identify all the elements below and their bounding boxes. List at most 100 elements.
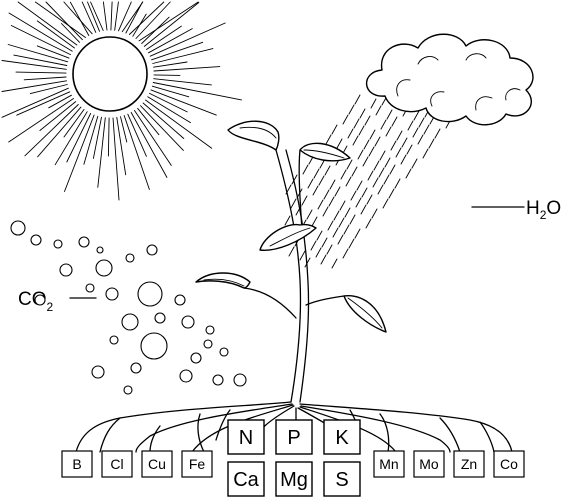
rain-drop bbox=[364, 140, 369, 149]
co2-bubble bbox=[92, 366, 104, 378]
co2-bubble bbox=[35, 295, 45, 305]
rain-drop bbox=[391, 141, 396, 150]
co2-bubble bbox=[147, 245, 157, 255]
rain-drop bbox=[386, 127, 391, 136]
nutrient-label: Mo bbox=[419, 456, 439, 472]
co2-bubble bbox=[54, 240, 62, 248]
nutrient-label: Mg bbox=[280, 469, 308, 491]
sun-ray bbox=[25, 105, 78, 156]
rain-drop bbox=[332, 259, 337, 268]
co2-bubble bbox=[11, 221, 25, 235]
rain-drop bbox=[429, 139, 434, 148]
rain-drop bbox=[334, 211, 339, 220]
nutrient-boxes: BClCuFeMnMoZnCoNPKCaMgS bbox=[62, 420, 524, 496]
nutrient-box-zn: Zn bbox=[454, 451, 484, 477]
rain-drop bbox=[385, 158, 390, 167]
nutrient-label: Co bbox=[500, 456, 518, 472]
rain-drop bbox=[360, 109, 365, 118]
rain-drop bbox=[303, 165, 308, 174]
co2-bubble bbox=[96, 260, 112, 276]
sun-ray bbox=[154, 75, 180, 76]
nutrient-label: N bbox=[239, 427, 253, 449]
rain-drop bbox=[401, 155, 406, 164]
rain-drop bbox=[367, 195, 372, 204]
nutrient-box-co: Co bbox=[494, 451, 524, 477]
nutrient-label: S bbox=[335, 469, 348, 491]
rain-drop bbox=[340, 201, 345, 210]
sun-ray bbox=[154, 62, 188, 67]
rain-drop bbox=[339, 218, 344, 227]
root bbox=[380, 414, 389, 452]
sun-ray bbox=[55, 112, 87, 165]
sun-ray bbox=[40, 102, 76, 131]
rain-drop bbox=[346, 177, 351, 186]
rain-drop bbox=[354, 119, 359, 128]
co2-bubble bbox=[126, 254, 134, 262]
nutrient-label: K bbox=[335, 427, 349, 449]
rain-drop bbox=[353, 136, 358, 145]
sun-ray bbox=[129, 2, 163, 35]
nutrient-label: Mn bbox=[379, 456, 398, 472]
sun-disc bbox=[73, 37, 147, 111]
rain-drop bbox=[370, 130, 375, 139]
nutrient-label: B bbox=[72, 456, 81, 472]
rain-drop bbox=[357, 181, 362, 190]
plant-icon bbox=[196, 121, 386, 402]
co2-bubble bbox=[204, 340, 212, 348]
leaf-upper-right bbox=[300, 143, 350, 161]
rain-drop bbox=[332, 125, 337, 134]
nutrient-box-ca: Ca bbox=[228, 462, 264, 496]
rain-drop bbox=[343, 249, 348, 258]
rain-drop bbox=[419, 118, 424, 127]
rain-drop bbox=[375, 137, 380, 146]
sun-ray bbox=[113, 118, 119, 200]
rain-drop bbox=[390, 165, 395, 174]
sun-ray bbox=[108, 118, 109, 156]
rain-drop bbox=[358, 150, 363, 159]
rain-drop bbox=[327, 245, 332, 254]
co2-bubble bbox=[131, 363, 141, 373]
rain-drop bbox=[369, 147, 374, 156]
nutrient-box-fe: Fe bbox=[182, 451, 212, 477]
co2-bubble bbox=[206, 326, 214, 334]
rain-drop bbox=[314, 169, 319, 178]
sun-ray bbox=[65, 115, 95, 192]
rain-drop bbox=[319, 176, 324, 185]
nutrient-label: Ca bbox=[233, 469, 259, 491]
rain-drop bbox=[329, 197, 334, 206]
rain-drop bbox=[392, 117, 397, 126]
rain-drop bbox=[372, 209, 377, 218]
rain-drop bbox=[395, 179, 400, 188]
rain-drop bbox=[312, 217, 317, 226]
co2-bubble bbox=[79, 237, 89, 247]
root bbox=[440, 418, 460, 452]
rain-drop bbox=[348, 129, 353, 138]
nutrient-box-s: S bbox=[324, 462, 360, 496]
nutrient-label: Fe bbox=[189, 456, 206, 472]
nutrient-box-mg: Mg bbox=[276, 462, 312, 496]
rain-drop bbox=[308, 179, 313, 188]
sun-ray bbox=[133, 14, 146, 36]
nutrient-label: Cu bbox=[148, 456, 166, 472]
rain-drop bbox=[323, 207, 328, 216]
rain-drop bbox=[322, 238, 327, 247]
co2-bubble bbox=[141, 333, 167, 359]
nutrient-box-n: N bbox=[228, 420, 264, 454]
rain-drop bbox=[378, 185, 383, 194]
water-label-group: H2O bbox=[472, 198, 561, 222]
sun-ray bbox=[154, 67, 220, 71]
rain-drop bbox=[333, 228, 338, 237]
sun-ray bbox=[16, 72, 66, 73]
nutrient-box-mn: Mn bbox=[374, 451, 404, 477]
root bbox=[150, 426, 160, 452]
rain-drop bbox=[352, 167, 357, 176]
rain-drop bbox=[414, 111, 419, 120]
sun-ray bbox=[111, 2, 112, 30]
rain-drop bbox=[376, 106, 381, 115]
co2-bubble bbox=[31, 235, 41, 245]
rain-drop bbox=[300, 251, 305, 260]
nutrient-label: Zn bbox=[461, 456, 477, 472]
leaf-top bbox=[228, 121, 279, 150]
nutrient-label: P bbox=[287, 427, 300, 449]
plant-branch-right bbox=[306, 296, 344, 305]
